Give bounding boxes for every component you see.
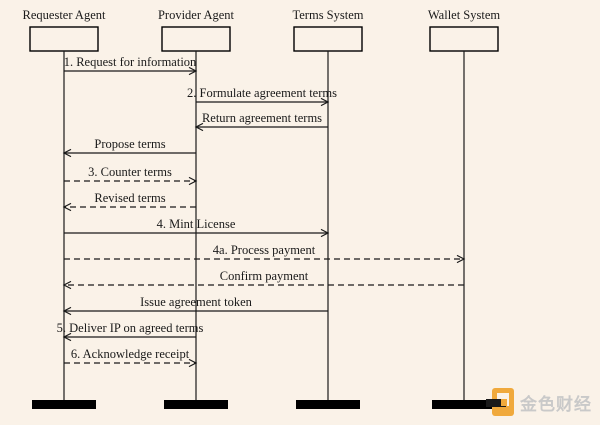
message-label-6: Revised terms bbox=[94, 191, 165, 205]
message-2: 2. Formulate agreement terms bbox=[187, 86, 337, 107]
message-label-4: Propose terms bbox=[94, 137, 165, 151]
message-arrowhead-11 bbox=[62, 332, 72, 342]
message-10: Issue agreement token bbox=[62, 295, 328, 316]
lifeline-terms: Terms System bbox=[293, 8, 364, 409]
message-arrowhead-5 bbox=[188, 176, 198, 186]
message-8: 4a. Process payment bbox=[64, 243, 466, 264]
message-label-12: 6. Acknowledge receipt bbox=[71, 347, 190, 361]
message-4: Propose terms bbox=[62, 137, 196, 158]
watermark-logo-icon bbox=[486, 388, 514, 416]
message-label-8: 4a. Process payment bbox=[213, 243, 316, 257]
message-arrowhead-12 bbox=[188, 358, 198, 368]
lifeline-wallet: Wallet System bbox=[428, 8, 501, 409]
message-label-2: 2. Formulate agreement terms bbox=[187, 86, 337, 100]
lifeline-label-requester: Requester Agent bbox=[23, 8, 106, 22]
messages-group: 1. Request for information 2. Formulate a… bbox=[57, 55, 466, 368]
message-arrowhead-9 bbox=[62, 280, 72, 290]
lifeline-label-provider: Provider Agent bbox=[158, 8, 235, 22]
watermark: 金色财经 bbox=[486, 387, 592, 417]
message-5: 3. Counter terms bbox=[64, 165, 198, 186]
message-arrowhead-8 bbox=[456, 254, 466, 264]
lifeline-terminator-wallet bbox=[432, 400, 496, 409]
message-label-11: 5. Deliver IP on agreed terms bbox=[57, 321, 204, 335]
message-arrowhead-3 bbox=[194, 122, 204, 132]
lifeline-provider: Provider Agent bbox=[158, 8, 235, 409]
message-12: 6. Acknowledge receipt bbox=[64, 347, 198, 368]
message-1: 1. Request for information bbox=[64, 55, 198, 76]
message-7: 4. Mint License bbox=[64, 217, 330, 238]
actor-box-provider bbox=[161, 26, 231, 52]
message-3: Return agreement terms bbox=[194, 111, 328, 132]
message-label-9: Confirm payment bbox=[220, 269, 309, 283]
lifeline-label-terms: Terms System bbox=[293, 8, 364, 22]
lifeline-label-wallet: Wallet System bbox=[428, 8, 501, 22]
message-11: 5. Deliver IP on agreed terms bbox=[57, 321, 204, 342]
watermark-text: 金色财经 bbox=[520, 394, 592, 415]
lifeline-requester: Requester Agent bbox=[23, 8, 106, 409]
message-label-5: 3. Counter terms bbox=[88, 165, 172, 179]
actor-box-terms bbox=[293, 26, 363, 52]
message-label-1: 1. Request for information bbox=[64, 55, 197, 69]
message-arrowhead-2 bbox=[320, 97, 330, 107]
message-9: Confirm payment bbox=[62, 269, 464, 290]
actor-box-requester bbox=[29, 26, 99, 52]
actor-box-wallet bbox=[429, 26, 499, 52]
lifeline-terminator-provider bbox=[164, 400, 228, 409]
message-arrowhead-6 bbox=[62, 202, 72, 212]
message-label-10: Issue agreement token bbox=[140, 295, 253, 309]
message-arrowhead-7 bbox=[320, 228, 330, 238]
lifeline-terminator-requester bbox=[32, 400, 96, 409]
message-arrowhead-1 bbox=[188, 66, 198, 76]
message-label-7: 4. Mint License bbox=[157, 217, 236, 231]
lifeline-terminator-terms bbox=[296, 400, 360, 409]
message-arrowhead-4 bbox=[62, 148, 72, 158]
message-arrowhead-10 bbox=[62, 306, 72, 316]
message-label-3: Return agreement terms bbox=[202, 111, 322, 125]
message-6: Revised terms bbox=[62, 191, 196, 212]
lifelines-group: Requester Agent Provider Agent Terms Syste… bbox=[23, 8, 501, 409]
